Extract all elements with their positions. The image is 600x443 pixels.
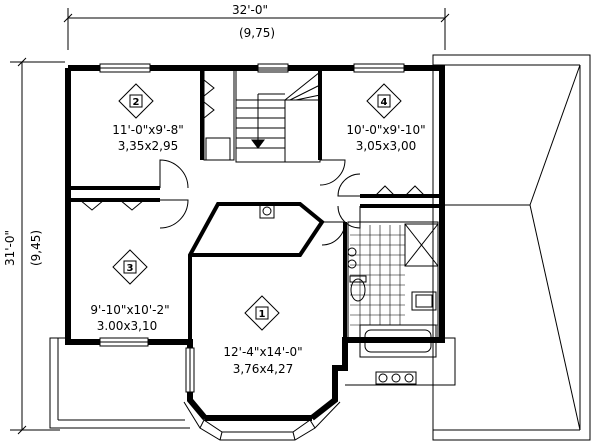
closet-doors-bedroom4 bbox=[374, 185, 426, 197]
room-2-size-imperial: 11'-0"x9'-8" bbox=[112, 123, 184, 137]
room-2-number: 2 bbox=[133, 97, 140, 108]
room-1-size-imperial: 12'-4"x14'-0" bbox=[223, 345, 302, 359]
room-2-symbol bbox=[118, 83, 154, 119]
room-3-symbol bbox=[112, 249, 148, 285]
staircase bbox=[235, 69, 321, 163]
room-4-size-imperial: 10'-0"x9'-10" bbox=[346, 123, 425, 137]
width-dimension bbox=[63, 8, 450, 50]
depth-imperial-label: 31'-0" bbox=[3, 230, 17, 266]
room-1-size-metric: 3,76x4,27 bbox=[233, 362, 294, 376]
interior-walls bbox=[68, 70, 442, 342]
lower-roof-left bbox=[49, 337, 190, 429]
room-4-symbol bbox=[366, 83, 402, 119]
room-1-symbol bbox=[244, 295, 280, 331]
closet-doors-stair bbox=[203, 69, 235, 161]
bathroom bbox=[347, 221, 439, 358]
depth-dimension bbox=[10, 57, 65, 435]
room-3-size-metric: 3.00x3,10 bbox=[97, 319, 158, 333]
depth-metric-label: (9,45) bbox=[29, 230, 43, 266]
room-4-size-metric: 3,05x3,00 bbox=[356, 139, 417, 153]
lower-roof-right bbox=[432, 54, 591, 441]
room-3-number: 3 bbox=[127, 263, 134, 274]
lower-roof-bottom-right bbox=[345, 337, 456, 386]
width-metric-label: (9,75) bbox=[239, 26, 275, 40]
room-4-number: 4 bbox=[381, 97, 388, 108]
room-3-size-imperial: 9'-10"x10'-2" bbox=[90, 303, 169, 317]
closet-doors-bedroom2 bbox=[79, 199, 145, 211]
room1-side-window bbox=[185, 347, 195, 393]
room-1-number: 1 bbox=[259, 309, 266, 320]
chimney bbox=[259, 203, 275, 219]
planter bbox=[375, 371, 417, 385]
bay-window bbox=[183, 399, 341, 441]
top-windows bbox=[99, 63, 405, 73]
bedroom3-window bbox=[99, 337, 149, 347]
width-imperial-label: 32'-0" bbox=[232, 3, 268, 17]
room-2-size-metric: 3,35x2,95 bbox=[118, 139, 179, 153]
